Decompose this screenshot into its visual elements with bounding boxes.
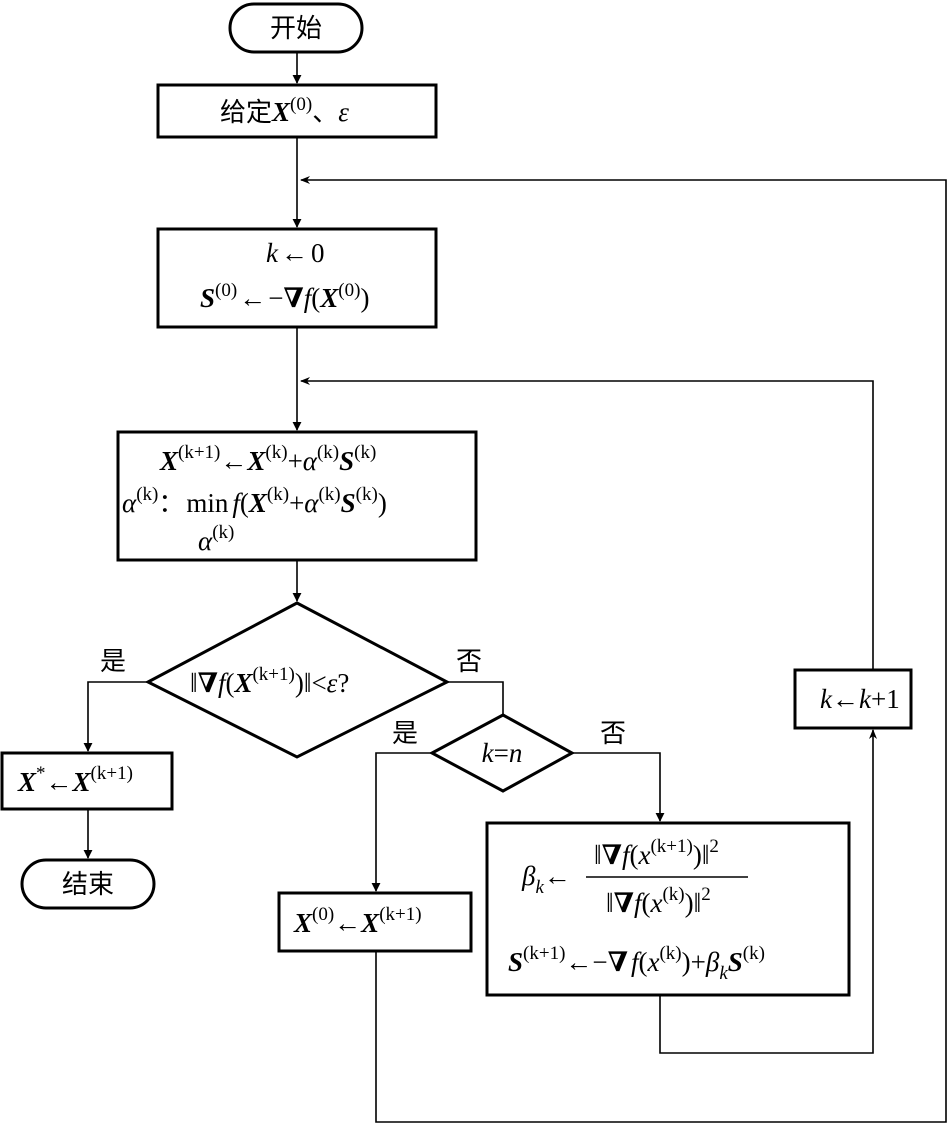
yes-label-convergence: 是 xyxy=(100,647,126,677)
end-label: 结束 xyxy=(62,870,114,900)
line-no-to-k-check xyxy=(447,681,504,715)
reset-k-formula: k←0 xyxy=(266,238,324,268)
update-alpha-subscript: α(k) xyxy=(198,522,234,556)
arrow-increment-loop xyxy=(300,377,874,670)
reset-direction-formula: S(0)←−∇f(X(0)) xyxy=(200,280,369,313)
beta-label: βk← xyxy=(521,861,571,898)
start-label: 开始 xyxy=(270,14,322,44)
no-label-k-check: 否 xyxy=(600,719,626,749)
start-terminal xyxy=(228,2,364,54)
restart-formula: X(0)←X(k+1) xyxy=(293,904,422,938)
beta-numerator: ‖∇f(x(k+1))‖2 xyxy=(594,836,719,870)
increment-formula: k←k+1 xyxy=(820,684,900,714)
init-formula: 给定X(0)、ε xyxy=(220,94,349,128)
k-equals-n-condition: k=n xyxy=(482,738,523,768)
direction-box xyxy=(485,821,851,997)
convergence-condition: ‖∇f(X(k+1))‖<ε? xyxy=(190,664,349,698)
no-label-convergence: 否 xyxy=(456,647,482,677)
arrow-direction-to-increment xyxy=(659,729,877,1054)
direction-update-formula: S(k+1)←−∇f(x(k))+βkS(k) xyxy=(508,943,765,984)
update-x-formula: X(k+1)←X(k)+α(k)S(k) xyxy=(159,442,376,476)
result-formula: X*←X(k+1) xyxy=(17,763,133,797)
arrow-k-no-to-direction xyxy=(572,752,665,822)
arrow-k-yes-to-restart xyxy=(371,752,432,892)
arrow-restart-loop xyxy=(300,176,947,1123)
restart-box xyxy=(277,891,473,953)
end-terminal xyxy=(20,858,156,910)
convergence-diamond xyxy=(144,601,451,759)
arrow-yes-to-result xyxy=(83,681,148,752)
increment-box xyxy=(793,668,913,730)
beta-denominator: ‖∇f(x(k))‖2 xyxy=(606,884,711,918)
result-box xyxy=(0,751,174,811)
k-equals-n-diamond xyxy=(428,713,576,793)
yes-label-k-check: 是 xyxy=(392,719,418,749)
